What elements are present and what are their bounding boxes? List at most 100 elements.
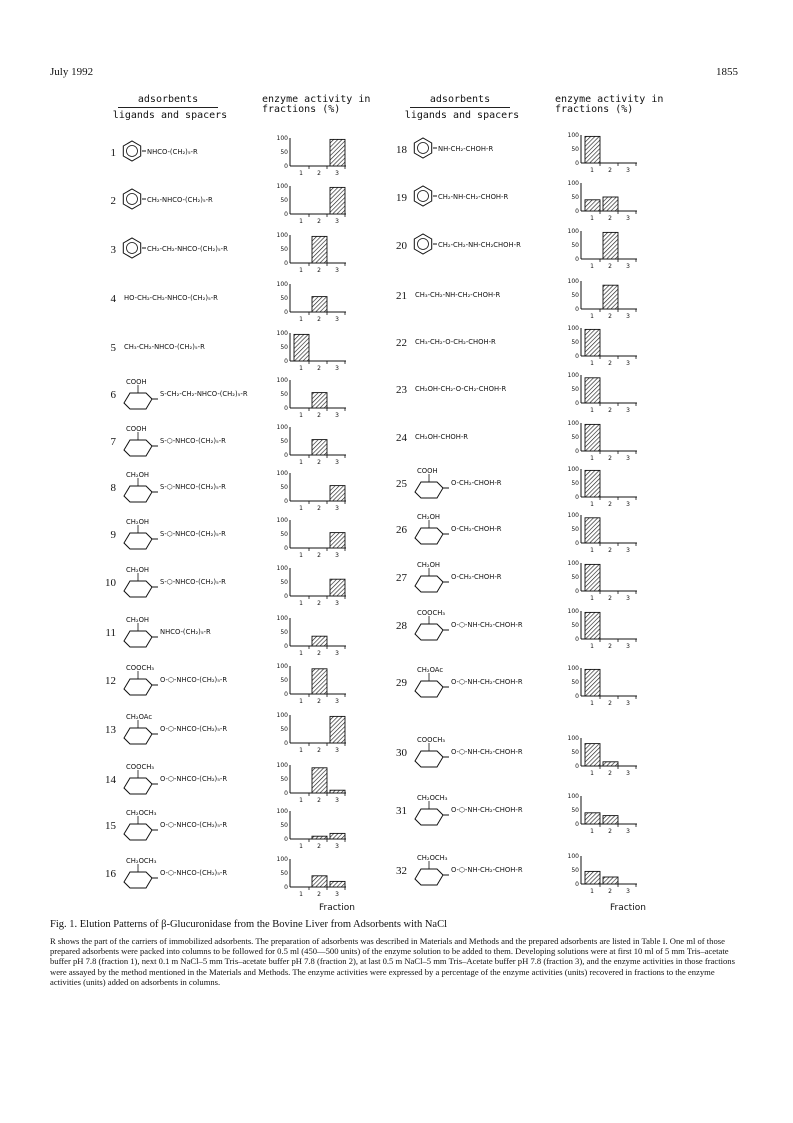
x-tick-label: 3 bbox=[626, 888, 630, 895]
x-tick-label: 2 bbox=[317, 365, 321, 372]
x-tick-label: 1 bbox=[299, 843, 303, 850]
x-tick-label: 3 bbox=[335, 891, 339, 898]
bar-fraction-1 bbox=[584, 517, 601, 544]
y-tick-label: 0 bbox=[284, 260, 288, 267]
bar-fraction-2 bbox=[311, 296, 328, 313]
y-tick-label: 100 bbox=[568, 228, 580, 235]
adsorbent-number: 4 bbox=[110, 293, 117, 305]
adsorbent-number: 27 bbox=[396, 572, 407, 584]
x-tick-label: 2 bbox=[317, 650, 321, 657]
pyranose-ring-icon bbox=[414, 868, 444, 886]
x-tick-label: 3 bbox=[335, 843, 339, 850]
x-tick-label: 2 bbox=[317, 552, 321, 559]
y-tick-label: 0 bbox=[284, 211, 288, 218]
y-tick-label: 100 bbox=[568, 180, 580, 187]
x-tick-label: 1 bbox=[590, 770, 594, 777]
x-tick-label: 1 bbox=[299, 365, 303, 372]
bar-fraction-1 bbox=[584, 563, 601, 592]
x-tick-label: 3 bbox=[335, 459, 339, 466]
ligand-formula: O-⬡-NHCO-(CH₂)₅-R bbox=[160, 821, 227, 829]
heading-rule bbox=[118, 107, 218, 108]
bar-fraction-2 bbox=[602, 196, 619, 212]
bar-fraction-3 bbox=[329, 578, 346, 597]
adsorbent-number: 10 bbox=[105, 577, 116, 589]
adsorbent-structure: CH₂OH-CHOH-R bbox=[411, 420, 647, 468]
header-date: July 1992 bbox=[50, 66, 94, 78]
y-tick-label: 100 bbox=[277, 135, 289, 142]
y-tick-label: 0 bbox=[284, 452, 288, 459]
structure-diagram: CH₃-CH₂-NHCO-(CH₂)₅-R bbox=[124, 343, 205, 351]
x-tick-label: 3 bbox=[335, 412, 339, 419]
benzene-ring-icon bbox=[413, 185, 433, 207]
y-tick-label: 50 bbox=[571, 867, 579, 874]
x-tick-label: 1 bbox=[299, 316, 303, 323]
x-tick-label: 2 bbox=[608, 263, 612, 270]
adsorbent-number: 12 bbox=[105, 675, 116, 687]
structure-diagram: CH₂-CH₂-NH-CH₂CHOH-R bbox=[413, 233, 521, 255]
x-tick-label: 1 bbox=[590, 360, 594, 367]
pyranose-ring-icon bbox=[123, 727, 153, 745]
x-tick-label: 3 bbox=[335, 600, 339, 607]
x-tick-label: 1 bbox=[299, 650, 303, 657]
x-tick-label: 3 bbox=[335, 698, 339, 705]
y-tick-label: 100 bbox=[277, 330, 289, 337]
x-tick-label: 2 bbox=[317, 843, 321, 850]
y-tick-label: 100 bbox=[277, 377, 289, 384]
y-tick-label: 50 bbox=[571, 749, 579, 756]
ligand-formula: NHCO-(CH₂)₅-R bbox=[160, 628, 211, 636]
y-tick-label: 100 bbox=[568, 466, 580, 473]
y-tick-label: 100 bbox=[277, 762, 289, 769]
ligand-formula: CH₃-CH₂-O-CH₂-CHOH-R bbox=[415, 338, 496, 346]
adsorbent-number: 8 bbox=[110, 482, 117, 494]
adsorbent-number: 19 bbox=[396, 192, 407, 204]
bar-fraction-2 bbox=[311, 875, 328, 888]
x-tick-label: 3 bbox=[626, 643, 630, 650]
y-tick-label: 50 bbox=[571, 146, 579, 153]
x-tick-label: 3 bbox=[626, 215, 630, 222]
substituent-label: CH₂OH bbox=[126, 566, 149, 574]
adsorbent-number: 26 bbox=[396, 524, 407, 536]
pyranose-ring-icon bbox=[123, 392, 153, 410]
x-tick-label: 3 bbox=[335, 365, 339, 372]
x-tick-label: 2 bbox=[317, 218, 321, 225]
ligand-formula: S-⬡-NHCO-(CH₂)₅-R bbox=[160, 437, 226, 445]
y-tick-label: 50 bbox=[280, 776, 288, 783]
substituent-label: COOH bbox=[126, 378, 147, 386]
y-tick-label: 50 bbox=[280, 531, 288, 538]
y-tick-label: 0 bbox=[284, 790, 288, 797]
pyranose-ring-icon bbox=[414, 808, 444, 826]
y-tick-label: 100 bbox=[277, 424, 289, 431]
pyranose-ring-icon bbox=[123, 823, 153, 841]
y-tick-label: 100 bbox=[568, 325, 580, 332]
activity-heading-1: enzyme activity in bbox=[262, 94, 371, 105]
benzene-ring-icon bbox=[413, 137, 433, 159]
y-tick-label: 50 bbox=[280, 197, 288, 204]
activity-heading-2: fractions (%) bbox=[262, 104, 341, 115]
